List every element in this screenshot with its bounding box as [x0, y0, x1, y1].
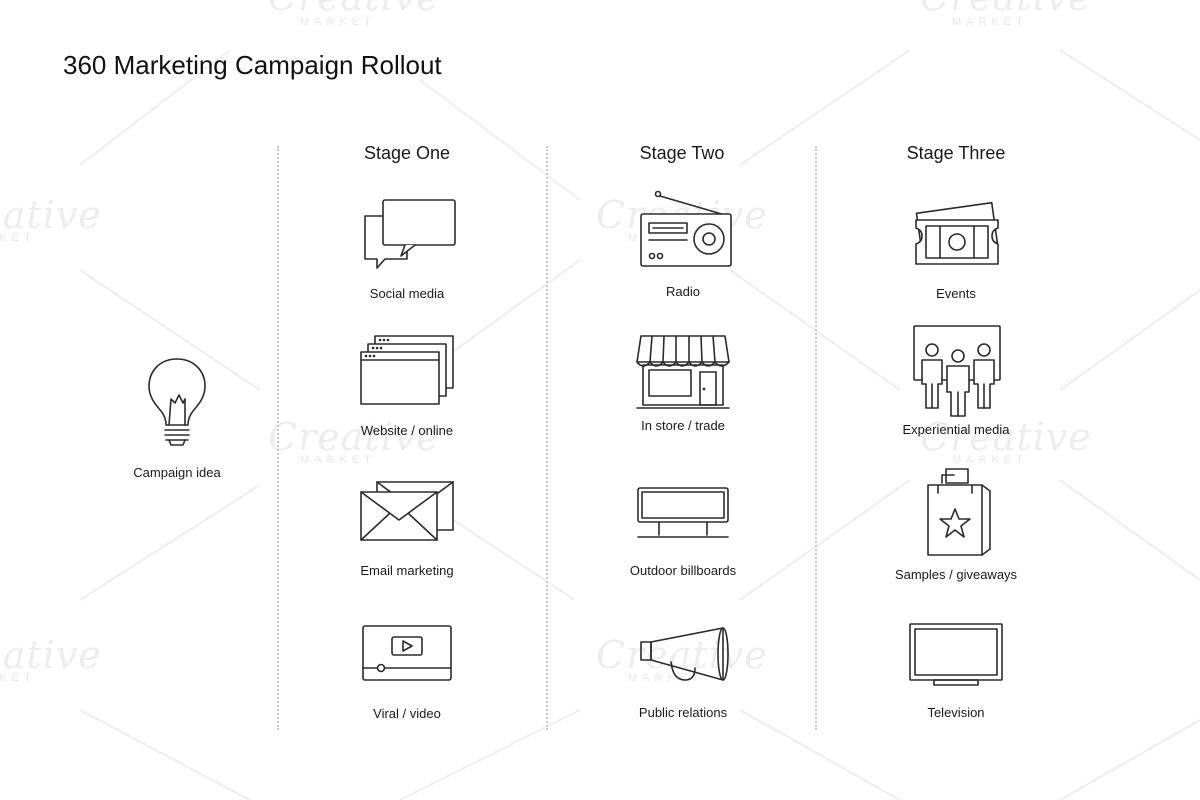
- shopping-bag-star-icon: [927, 468, 991, 556]
- column-divider: [277, 146, 279, 730]
- billboard-icon: [637, 487, 729, 538]
- envelopes-icon: [360, 481, 454, 541]
- lightbulb-icon: [148, 358, 206, 446]
- video-player-icon: [362, 625, 452, 681]
- item-label: Samples / giveaways: [894, 567, 1018, 582]
- item-label: Experiential media: [902, 422, 1010, 437]
- watermark-subtext: MARKET: [0, 232, 36, 244]
- stage-item: Television: [876, 622, 1036, 732]
- item-label: Website / online: [360, 423, 454, 438]
- watermark-text: Creative: [920, 0, 1092, 16]
- stage-item: Public relations: [603, 624, 763, 734]
- column-divider: [546, 146, 548, 730]
- stage-item: Email marketing: [327, 478, 487, 588]
- watermark-text: Creative: [268, 0, 440, 16]
- stage-item: Events: [876, 200, 1036, 310]
- watermark-subtext: MARKET: [952, 16, 1028, 28]
- item-label: Public relations: [638, 705, 728, 720]
- stage-item: Social media: [327, 196, 487, 306]
- stage-item: Experiential media: [876, 322, 1036, 437]
- item-label: Radio: [666, 284, 700, 299]
- item-label: Events: [936, 286, 976, 301]
- watermark-subtext: MARKET: [300, 454, 376, 466]
- page-title: 360 Marketing Campaign Rollout: [63, 50, 442, 80]
- watermark-text: Creative: [0, 193, 102, 237]
- stage-item: Website / online: [327, 333, 487, 443]
- tickets-icon: [915, 201, 999, 265]
- browser-windows-icon: [360, 335, 454, 405]
- item-label: Viral / video: [373, 706, 441, 721]
- item-label: Television: [927, 705, 985, 720]
- watermark-text: Creative: [0, 633, 102, 677]
- stage-item: In store / trade: [603, 332, 763, 442]
- item-label: In store / trade: [641, 418, 725, 433]
- item-label: Email marketing: [360, 563, 454, 578]
- campaign-idea-label: Campaign idea: [133, 465, 221, 480]
- stage-three-title: Stage Three: [906, 143, 1006, 163]
- item-label: Social media: [369, 286, 445, 301]
- people-screen-icon: [913, 325, 1001, 417]
- campaign-idea-node: Campaign idea: [97, 355, 257, 485]
- stage-item: Radio: [603, 188, 763, 303]
- item-label: Outdoor billboards: [629, 563, 737, 578]
- column-divider: [815, 146, 817, 730]
- television-icon: [909, 623, 1003, 686]
- megaphone-icon: [640, 627, 729, 681]
- stage-item: Samples / giveaways: [876, 465, 1036, 585]
- watermark-subtext: MARKET: [300, 16, 376, 28]
- watermark-subtext: MARKET: [0, 672, 36, 684]
- speech-bubbles-icon: [364, 199, 456, 269]
- storefront-icon: [636, 335, 730, 409]
- stage-one-title: Stage One: [363, 143, 451, 163]
- stage-item: Outdoor billboards: [603, 485, 763, 595]
- radio-icon: [640, 190, 732, 267]
- stage-item: Viral / video: [327, 622, 487, 732]
- stage-two-title: Stage Two: [639, 143, 725, 163]
